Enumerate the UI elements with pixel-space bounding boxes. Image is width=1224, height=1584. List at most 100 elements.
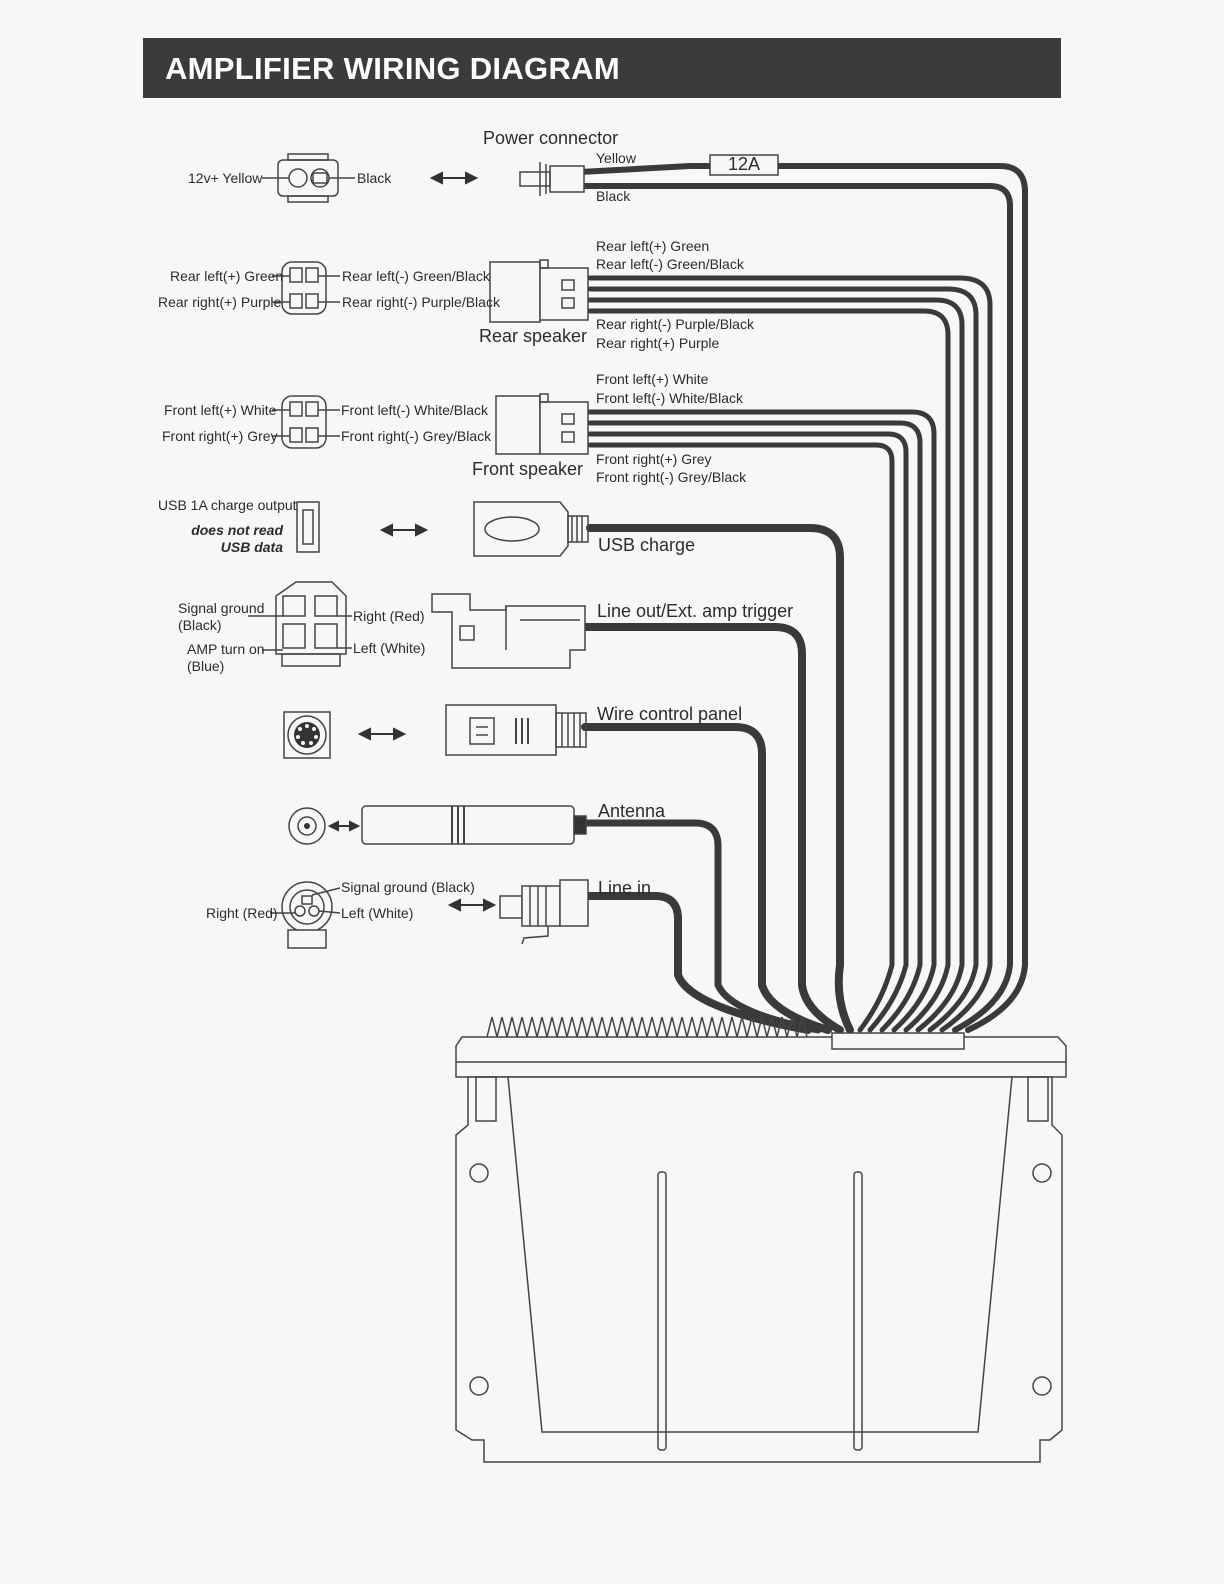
power-plug-icon	[519, 162, 585, 196]
front-wire-1-label: Front left(+) White	[596, 371, 709, 387]
rear-left-neg-label: Rear left(-) Green/Black	[342, 268, 491, 284]
amp-slot-right	[853, 1171, 863, 1451]
amplifier-unit	[455, 1016, 1067, 1463]
antenna-plug-icon	[361, 805, 587, 845]
mount-hole-icon	[1032, 1376, 1052, 1396]
front-speaker-title: Front speaker	[472, 459, 583, 479]
wire-front-1	[587, 409, 937, 1033]
usb-section: USB charge USB 1A charge output does not…	[158, 497, 695, 557]
front-wire-4-label: Front right(-) Grey/Black	[596, 469, 747, 485]
wire-linein	[586, 892, 812, 1034]
front-right-pos-label: Front right(+) Grey	[162, 428, 278, 444]
wire-front-2	[587, 420, 923, 1033]
power-connector-title: Power connector	[483, 128, 618, 148]
wire-rear-2	[587, 286, 979, 1033]
wire-lineout	[581, 623, 844, 1034]
front-plug-icon	[495, 393, 589, 455]
amp-bevel	[507, 1076, 1013, 1433]
lineout-amp-label: AMP turn on	[187, 641, 265, 657]
socket-yellow-label: 12v+ Yellow	[188, 170, 263, 186]
amp-slot-left	[657, 1171, 667, 1451]
front-right-neg-label: Front right(-) Grey/Black	[341, 428, 492, 444]
page-title: AMPLIFIER WIRING DIAGRAM	[165, 51, 620, 86]
usb-output-label: USB 1A charge output	[158, 497, 297, 513]
antenna-title: Antenna	[598, 801, 666, 821]
front-wire-2-label: Front left(-) White/Black	[596, 390, 744, 406]
front-speaker-section: Front speaker Front left(+) White Front …	[162, 371, 747, 485]
rear-right-pos-label: Rear right(+) Purple	[158, 294, 282, 310]
rear-speaker-section: Rear speaker Rear left(+) Green Rear lef…	[158, 238, 755, 351]
lineout-left-label: Left (White)	[353, 640, 425, 656]
rear-wire-1-label: Rear left(+) Green	[596, 238, 709, 254]
rear-wire-4-label: Rear right(+) Purple	[596, 335, 720, 351]
wire-control	[581, 723, 832, 1034]
lineout-amp-color: (Blue)	[187, 658, 224, 674]
header-bar: AMPLIFIER WIRING DIAGRAM	[143, 38, 1061, 98]
wire-power-black	[582, 183, 1013, 1033]
rear-plug-icon	[489, 259, 589, 323]
rear-left-pos-label: Rear left(+) Green	[170, 268, 283, 284]
linein-left-label: Left (White)	[341, 905, 413, 921]
wire-front-3	[587, 431, 909, 1033]
front-left-pos-label: Front left(+) White	[164, 402, 277, 418]
mount-hole-icon	[469, 1376, 489, 1396]
rear-speaker-title: Rear speaker	[479, 326, 587, 346]
mount-hole-icon	[469, 1163, 489, 1183]
fuse-label: 12A	[728, 154, 760, 174]
linein-arrow-icon	[447, 898, 497, 912]
linein-section: Line in Signal ground (Black) Left (Whit…	[206, 878, 651, 949]
lineout-right-label: Right (Red)	[353, 608, 425, 624]
control-plug-icon	[445, 704, 587, 756]
usb-port-icon	[296, 501, 320, 553]
rear-socket-icon	[272, 261, 340, 315]
control-arrow-icon	[357, 727, 407, 741]
antenna-section: Antenna	[288, 801, 666, 845]
power-black-label: Black	[596, 188, 631, 204]
power-section: 12A Power connector Yellow Black 12v+ Ye…	[188, 128, 779, 204]
linein-right-label: Right (Red)	[206, 905, 278, 921]
usb-arrow-icon	[379, 523, 429, 537]
rear-wire-3-label: Rear right(-) Purple/Black	[596, 316, 755, 332]
amp-connector-port	[831, 1032, 965, 1050]
lineout-plug-icon	[431, 593, 586, 669]
usb-note-2: USB data	[221, 539, 283, 555]
rear-right-neg-label: Rear right(-) Purple/Black	[342, 294, 501, 310]
usb-charge-title: USB charge	[598, 535, 695, 555]
wire-control-title: Wire control panel	[597, 704, 742, 724]
rear-wire-2-label: Rear left(-) Green/Black	[596, 256, 745, 272]
wire-front-4	[587, 442, 895, 1033]
usb-plug-icon	[473, 501, 589, 557]
linein-plug-icon	[499, 879, 589, 945]
power-socket-icon	[262, 153, 355, 203]
rca-socket-icon	[270, 881, 341, 949]
usb-note-1: does not read	[191, 522, 283, 538]
power-yellow-label: Yellow	[596, 150, 637, 166]
lineout-section: Line out/Ext. amp trigger Signal ground …	[178, 581, 793, 674]
wire-harness	[577, 163, 1028, 1034]
front-wire-3-label: Front right(+) Grey	[596, 451, 712, 467]
lineout-signal-ground-color: (Black)	[178, 617, 222, 633]
fuse-holder	[709, 154, 779, 176]
linein-signal-ground-label: Signal ground (Black)	[341, 879, 475, 895]
socket-black-label: Black	[357, 170, 392, 186]
amp-top-plate	[455, 1036, 1067, 1078]
linein-title: Line in	[598, 878, 651, 898]
wire-usb	[586, 524, 854, 1034]
din-socket-icon	[283, 711, 331, 759]
power-arrow-icon	[429, 171, 479, 185]
wire-rear-3	[587, 297, 965, 1033]
wire-rear-4	[587, 308, 951, 1033]
front-socket-icon	[272, 395, 340, 449]
mount-hole-icon	[1032, 1163, 1052, 1183]
wire-rear-1	[587, 275, 993, 1033]
amp-body	[455, 1076, 1063, 1463]
wire-power-yellow	[577, 163, 1028, 1033]
antenna-arrow-icon	[327, 820, 361, 832]
lineout-title: Line out/Ext. amp trigger	[597, 601, 793, 621]
lineout-signal-ground-label: Signal ground	[178, 600, 264, 616]
lineout-socket-icon	[248, 581, 352, 667]
antenna-socket-icon	[288, 807, 326, 845]
front-left-neg-label: Front left(-) White/Black	[341, 402, 489, 418]
wire-control-section: Wire control panel	[283, 704, 742, 759]
